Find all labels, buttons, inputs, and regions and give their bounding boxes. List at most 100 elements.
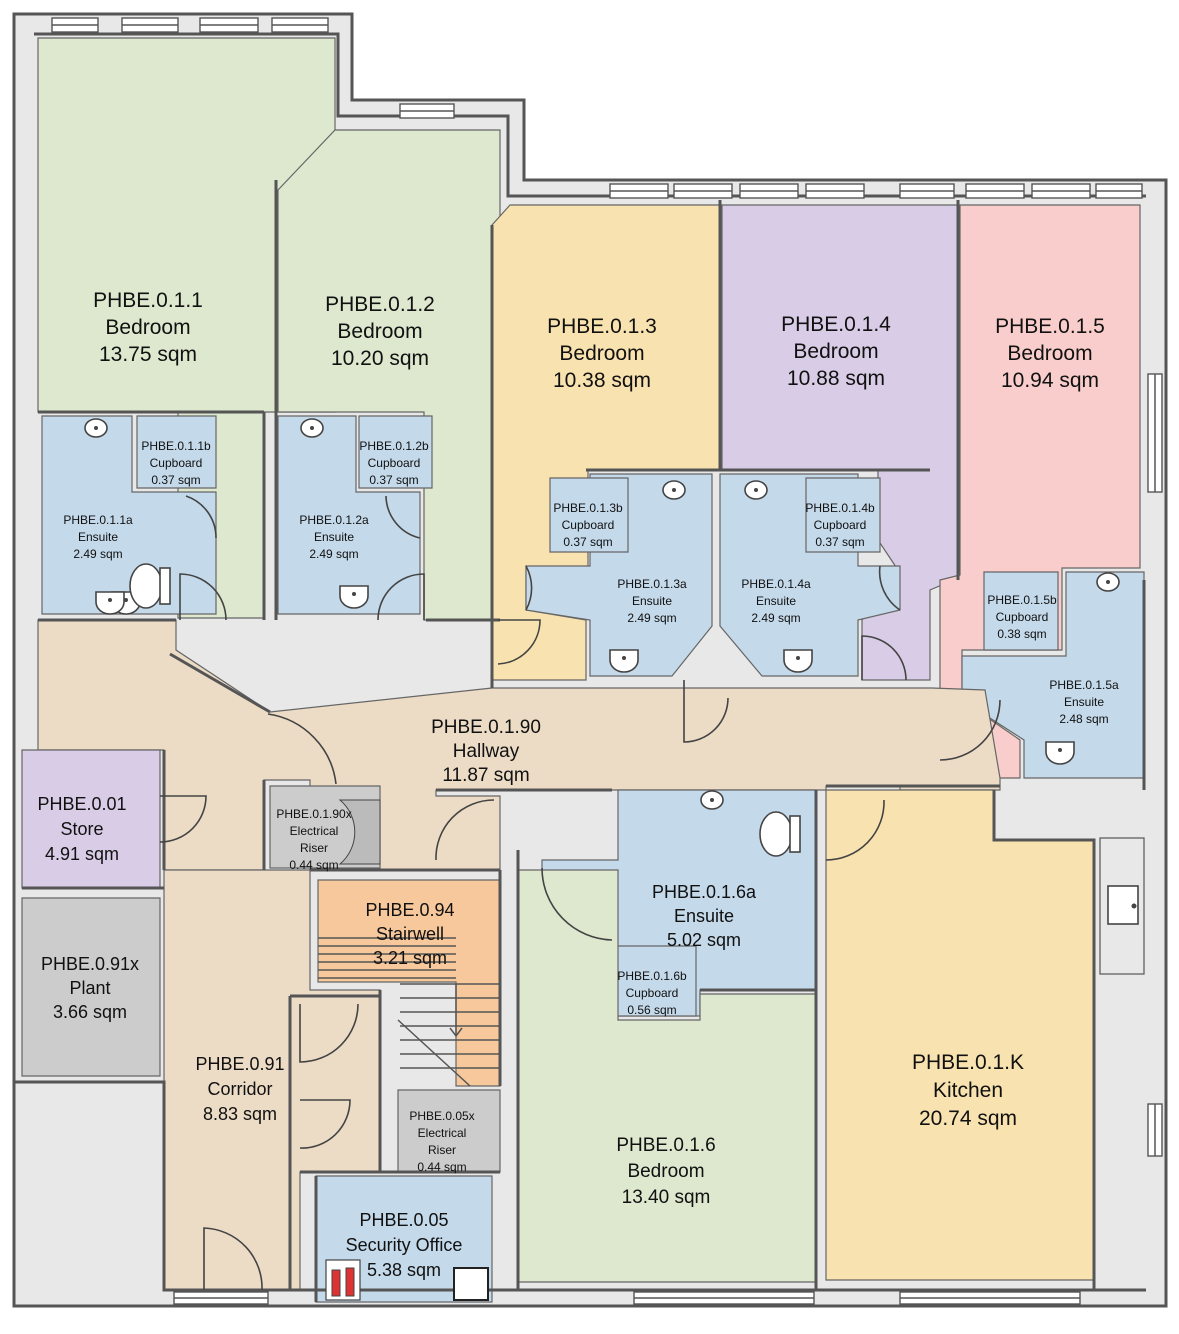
room-label-line: Bedroom <box>1007 342 1092 365</box>
safe-icon <box>453 1267 489 1301</box>
room-label-line: PHBE.0.1.3 <box>547 315 657 338</box>
wc-bowl-icon <box>129 563 171 609</box>
room-label-line: Cupboard <box>368 456 421 470</box>
room-label-line: 5.02 sqm <box>667 930 741 950</box>
room-label-line: 4.91 sqm <box>45 844 119 864</box>
room-label-line: Kitchen <box>933 1079 1003 1102</box>
door <box>497 619 541 665</box>
room-label-line: Stairwell <box>376 924 444 944</box>
room-label-line: PHBE.0.94 <box>365 900 454 920</box>
room-label-line: 0.38 sqm <box>997 627 1046 641</box>
basin-icon <box>95 591 125 615</box>
room-label-line: Electrical <box>418 1126 467 1140</box>
room-label-line: PHBE.0.1.2 <box>325 293 435 316</box>
room-label-line: 0.44 sqm <box>289 858 338 872</box>
door <box>541 867 613 941</box>
room-label-line: 10.88 sqm <box>787 367 885 390</box>
room-label-line: Ensuite <box>1064 695 1104 709</box>
room-label-line: 0.37 sqm <box>563 535 612 549</box>
door <box>159 795 207 843</box>
room-label-line: Bedroom <box>793 340 878 363</box>
room-label-line: Bedroom <box>627 1161 704 1182</box>
room-label-line: PHBE.0.1.4a <box>741 577 811 591</box>
room-label-line: Ensuite <box>314 530 354 544</box>
wall-segment <box>992 790 1096 1290</box>
room-label-line: 10.94 sqm <box>1001 369 1099 392</box>
room-label-line: PHBE.0.1.K <box>912 1051 1024 1074</box>
stairs <box>318 937 500 1087</box>
toilet-icon <box>300 418 324 438</box>
room-label-line: 10.20 sqm <box>331 347 429 370</box>
room-label-line: PHBE.0.1.5 <box>995 315 1105 338</box>
room-label-line: 10.38 sqm <box>553 369 651 392</box>
door <box>825 799 885 861</box>
toilet-icon <box>700 790 724 810</box>
room-label-line: Bedroom <box>105 316 190 339</box>
room-label-line: PHBE.0.05 <box>359 1210 448 1230</box>
room-label-line: Riser <box>428 1143 456 1157</box>
room-label-line: Cupboard <box>626 986 679 1000</box>
door <box>299 1003 359 1063</box>
basin-icon <box>783 649 813 673</box>
door <box>939 699 1001 761</box>
stair-cut-line <box>397 1019 471 1087</box>
room-label-line: Ensuite <box>756 594 796 608</box>
door <box>377 573 425 621</box>
room-label-line: PHBE.0.1.3a <box>617 577 687 591</box>
room-label-line: Bedroom <box>559 342 644 365</box>
room-label-line: Cupboard <box>150 456 203 470</box>
room-label-line: Electrical <box>290 824 339 838</box>
room-phbe-0-1-3a-area <box>525 473 713 677</box>
room-label-line: Corridor <box>207 1079 272 1099</box>
room-label-line: 0.56 sqm <box>627 1003 676 1017</box>
doors <box>159 495 1001 1291</box>
room-label-line: Ensuite <box>78 530 118 544</box>
door <box>267 713 337 785</box>
room-label-line: 3.21 sqm <box>373 948 447 968</box>
room-label-line: 13.75 sqm <box>99 343 197 366</box>
room-phbe-0-1-k-area <box>825 789 1095 1281</box>
room-label-line: Cupboard <box>996 610 1049 624</box>
room-phbe-0-1-4b-area <box>805 477 881 553</box>
door <box>683 680 729 743</box>
room-phbe-0-1-1b-area <box>136 415 217 489</box>
room-phbe-0-1-2a-area <box>277 415 421 615</box>
room-label-line: PHBE.0.1.1b <box>141 439 211 453</box>
room-label-line: PHBE.0.1.1 <box>93 289 203 312</box>
room-label-line: PHBE.0.1.2a <box>299 513 369 527</box>
room-label-line: PHBE.0.1.6a <box>652 882 757 902</box>
door <box>525 565 533 611</box>
door <box>299 1099 351 1149</box>
room-label-line: PHBE.0.1.1a <box>63 513 133 527</box>
wall-segment <box>169 652 271 714</box>
room-label-line: PHBE.0.1.4 <box>781 313 891 336</box>
room-label-line: PHBE.0.1.90x <box>276 807 351 821</box>
room-phbe-0-1-5b-area <box>983 571 1059 651</box>
door <box>861 635 907 681</box>
room-phbe-0-1-3b-area <box>549 477 629 553</box>
room-label-line: 2.48 sqm <box>1059 712 1108 726</box>
room-label-line: Bedroom <box>337 320 422 343</box>
door <box>179 573 227 621</box>
fixtures <box>84 418 1139 1301</box>
room-label-line: Riser <box>300 841 328 855</box>
room-label-line: Ensuite <box>632 594 672 608</box>
room-label-line: 2.49 sqm <box>627 611 676 625</box>
room-label-line: PHBE.0.01 <box>37 794 126 814</box>
